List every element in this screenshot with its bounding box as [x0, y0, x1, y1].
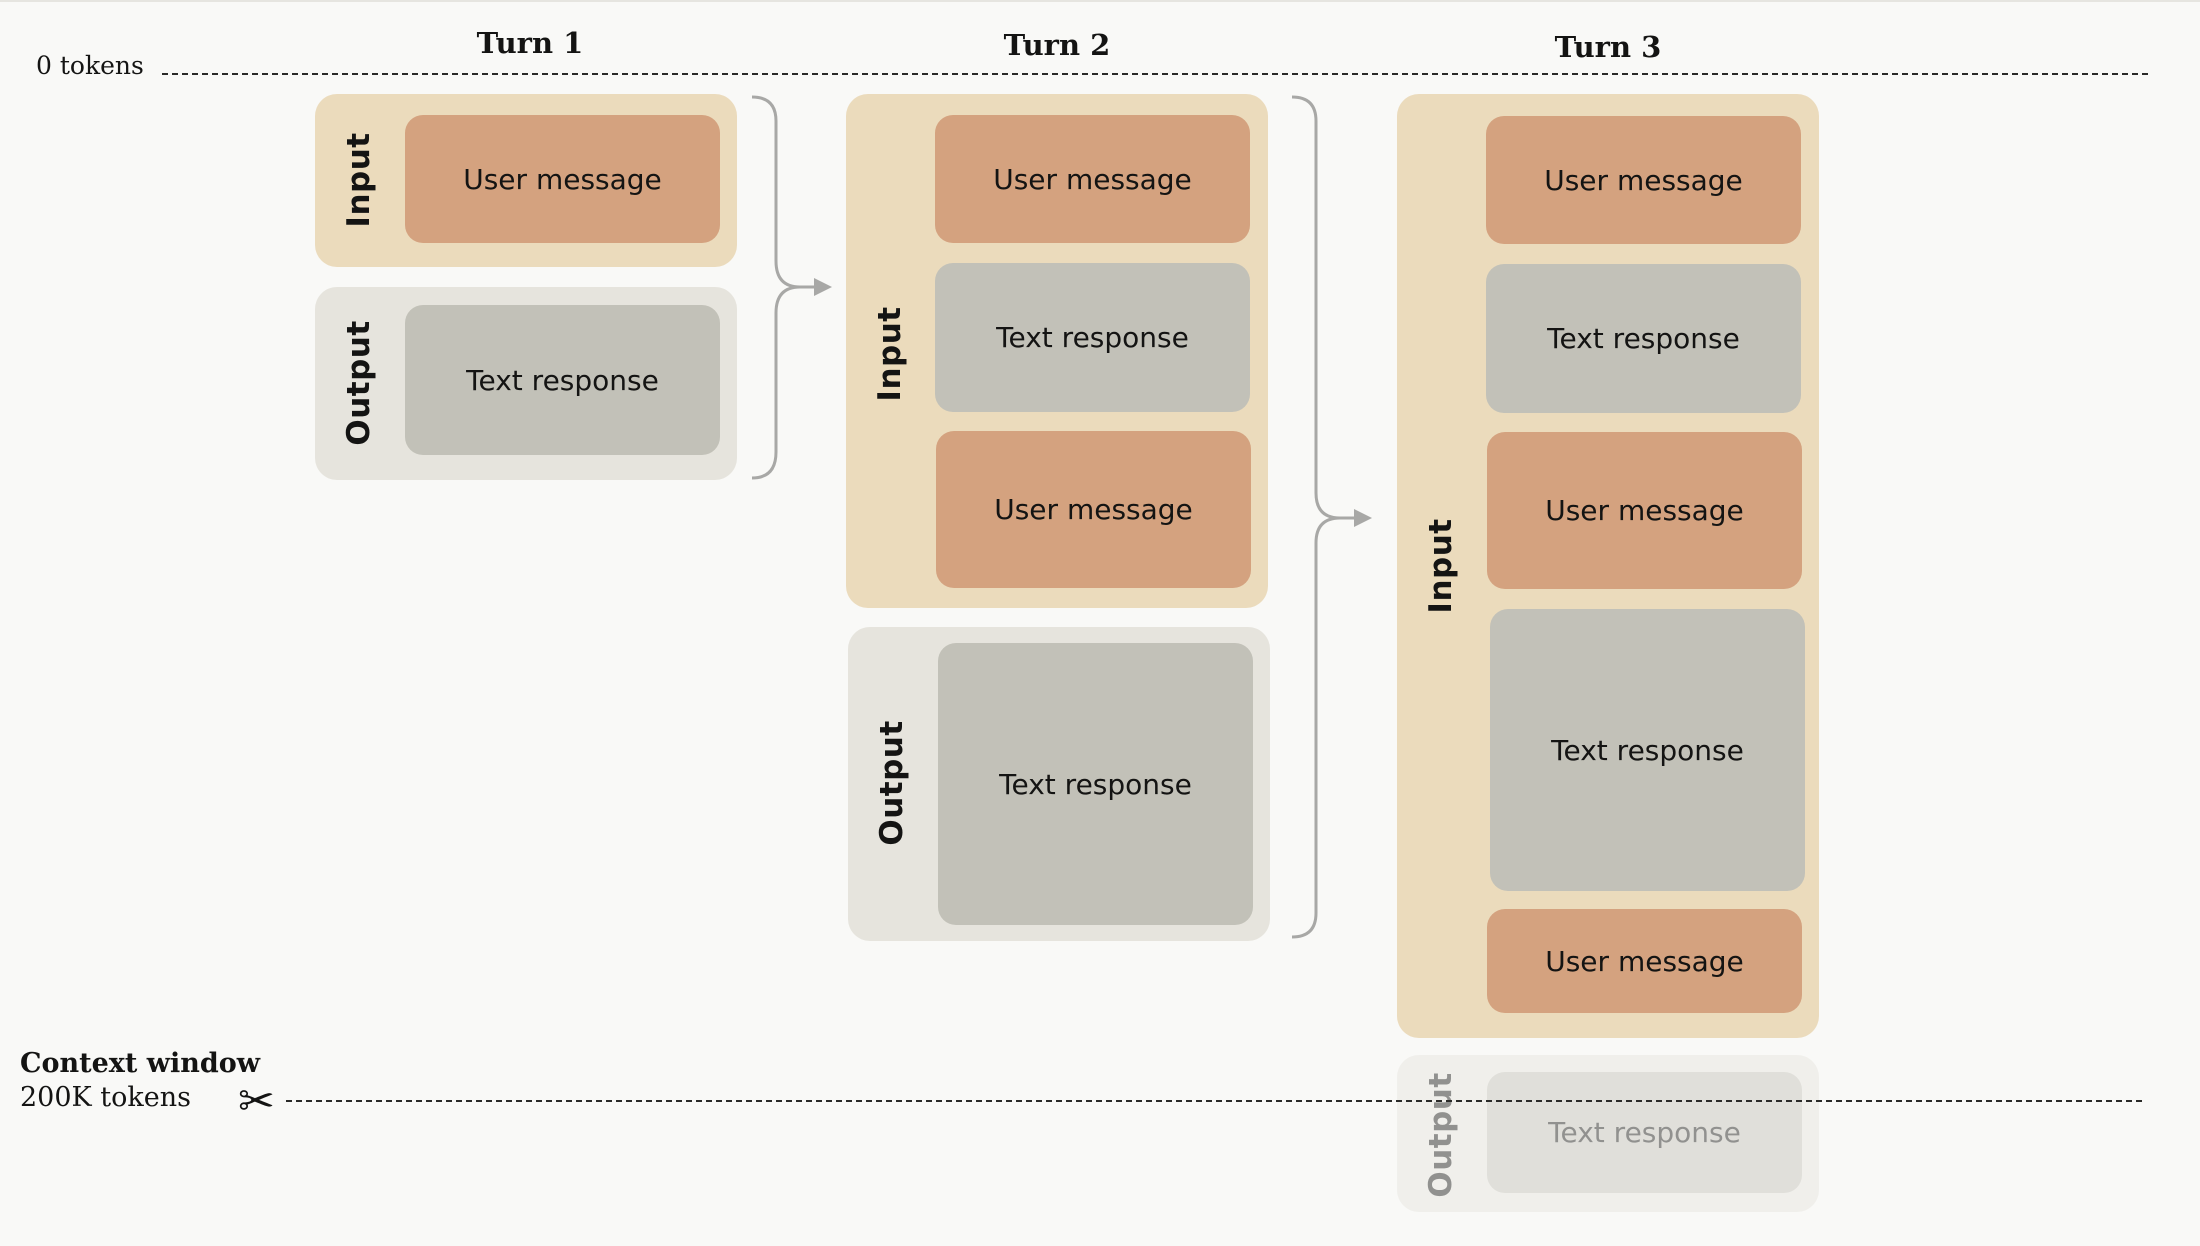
scissors-icon: ✂ [238, 1076, 275, 1127]
turn-3-text-response-2: Text response [1490, 609, 1805, 891]
turn-1-input-group: Input User message [315, 94, 737, 267]
turn-2-output-group: Output Text response [848, 627, 1270, 941]
context-window-title: Context window [20, 1048, 261, 1079]
turn-3-text-response: Text response [1487, 1072, 1802, 1193]
turn-1-to-2-arrowhead [814, 278, 832, 296]
turn-3-text-response-1: Text response [1486, 264, 1801, 413]
turn-3-title: Turn 3 [1554, 30, 1662, 64]
turn-2-to-3-arrowhead [1354, 509, 1372, 527]
turn-1-title: Turn 1 [476, 26, 584, 60]
turn-1-user-message: User message [405, 115, 720, 243]
zero-token-line [162, 73, 2148, 75]
context-window-limit: 200K tokens [20, 1082, 191, 1113]
turn-3-output-group-truncated: Output Text response [1397, 1055, 1819, 1212]
turn-2-title: Turn 2 [1003, 28, 1111, 62]
turn-3-user-message-3: User message [1487, 909, 1802, 1013]
turn-2-text-response: Text response [938, 643, 1253, 925]
context-window-limit-line [286, 1100, 2142, 1102]
turn-2-user-message-1: User message [935, 115, 1250, 243]
turn-2-user-message-2: User message [936, 431, 1251, 588]
turn-2-text-response-1: Text response [935, 263, 1250, 412]
zero-tokens-label: 0 tokens [36, 51, 144, 80]
turn-3-user-message-1: User message [1486, 116, 1801, 244]
turn-1-to-2-bracket [751, 95, 801, 480]
turn-3-input-group: Input User message Text response User me… [1397, 94, 1819, 1038]
top-border [0, 0, 2200, 2]
turn-2-input-group: Input User message Text response User me… [846, 94, 1268, 608]
turn-2-to-3-bracket [1291, 95, 1341, 939]
turn-1-text-response: Text response [405, 305, 720, 455]
turn-3-user-message-2: User message [1487, 432, 1802, 589]
turn-1-output-group: Output Text response [315, 287, 737, 480]
